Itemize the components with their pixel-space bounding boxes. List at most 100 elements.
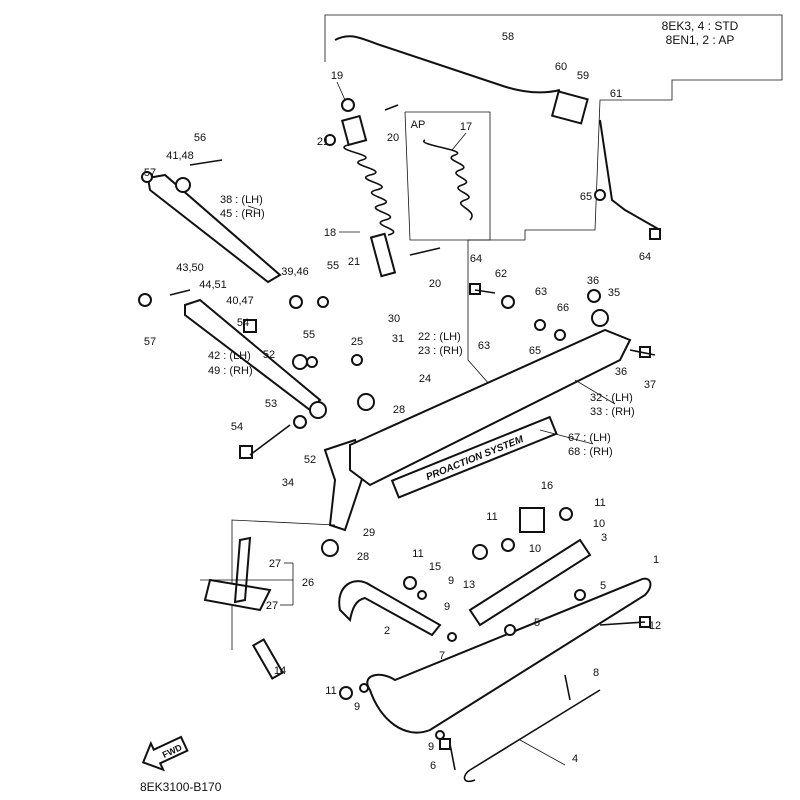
callout: 34: [282, 477, 294, 489]
callout: 6: [430, 760, 436, 772]
callout: 1: [653, 554, 659, 566]
callout: 45 : (RH): [220, 208, 265, 220]
callout: 15: [429, 561, 441, 573]
bumper-block: [519, 507, 545, 533]
leader-lines: [200, 81, 616, 766]
callout: 13: [463, 579, 475, 591]
spindle-pin: [251, 638, 285, 680]
callout: 44,51: [199, 279, 227, 291]
hardware: [138, 98, 661, 771]
callout: 29: [363, 527, 375, 539]
ski-handle: [338, 580, 442, 637]
bracket: [550, 90, 589, 125]
callout: 27: [269, 558, 281, 570]
callout: 63: [535, 286, 547, 298]
callout: 65: [580, 191, 592, 203]
callout: 42 : (LH): [208, 350, 251, 362]
callout: 5: [600, 580, 606, 592]
ap-inset-box: [404, 111, 491, 241]
callout: 14: [274, 665, 286, 677]
stabilizer-bar: [334, 35, 561, 94]
spindle-shaft: [203, 536, 272, 612]
callout: 58: [502, 31, 514, 43]
callout: 41,48: [166, 150, 194, 162]
callout: 17: [460, 121, 472, 133]
callout: 40,47: [226, 295, 254, 307]
callout: 49 : (RH): [208, 365, 253, 377]
callout: 26: [302, 577, 314, 589]
callout: 59: [577, 70, 589, 82]
callout: 7: [439, 650, 445, 662]
callout: 67 : (LH): [568, 432, 611, 444]
callout: 20: [387, 132, 399, 144]
callout: 28: [357, 551, 369, 563]
callout: 22 : (LH): [418, 331, 461, 343]
callout: 21: [317, 136, 329, 148]
callout: 57: [144, 167, 156, 179]
callout: 39,46: [281, 266, 309, 278]
callout: 64: [470, 253, 482, 265]
callout: 55: [303, 329, 315, 341]
callout: 20: [429, 278, 441, 290]
callout: 10: [529, 543, 541, 555]
stabilizer-link: [599, 119, 661, 231]
callout: 43,50: [176, 262, 204, 274]
callout: 32 : (LH): [590, 392, 633, 404]
ap-spring: [423, 139, 473, 221]
callout: 12: [649, 620, 661, 632]
callout: 38 : (LH): [220, 194, 263, 206]
callout: 24: [419, 373, 431, 385]
callout: 68 : (RH): [568, 446, 613, 458]
callout: 11: [412, 548, 423, 560]
ski: [366, 577, 652, 734]
callout: 55: [327, 260, 339, 272]
callout: 33 : (RH): [590, 406, 635, 418]
callout: 35: [608, 287, 620, 299]
callout: 53: [265, 398, 277, 410]
wear-bar: [463, 689, 601, 783]
callout: 18: [324, 227, 336, 239]
callout: 62: [495, 268, 507, 280]
ski-saddle: [468, 538, 592, 627]
callout: 4: [572, 753, 578, 765]
callout: 31: [392, 333, 404, 345]
callout: 54: [237, 317, 249, 329]
callout: 61: [610, 88, 622, 100]
callout: 9: [448, 575, 454, 587]
callout: 25: [351, 336, 363, 348]
callout: 10: [593, 518, 605, 530]
callout: 66: [557, 302, 569, 314]
fwd-arrow-icon: FWD: [141, 735, 189, 772]
callout: 3: [601, 532, 607, 544]
callout: 36: [615, 366, 627, 378]
callout: 8: [593, 667, 599, 679]
ap-label: AP: [411, 119, 426, 131]
callout: 11: [594, 497, 605, 509]
callout: 64: [639, 251, 651, 263]
callout: 63: [478, 340, 490, 352]
callout: 11: [486, 511, 497, 523]
callout: 9: [444, 601, 450, 613]
callout: 56: [194, 132, 206, 144]
frame-beam: [349, 328, 632, 487]
callout: 30: [388, 313, 400, 325]
callout: 16: [541, 480, 553, 492]
callout: 52: [263, 349, 275, 361]
variant-note-std: 8EK3, 4 : STD: [662, 19, 739, 33]
upper-arm: [146, 173, 282, 284]
callout: 27: [266, 600, 278, 612]
callout: 54: [231, 421, 243, 433]
callout: 23 : (RH): [418, 345, 463, 357]
spindle-detail-lines: [231, 519, 336, 650]
callout: 52: [304, 454, 316, 466]
callout: 19: [331, 70, 343, 82]
variant-note-ap: 8EN1, 2 : AP: [666, 33, 735, 47]
callout: 57: [144, 336, 156, 348]
callout: 11: [325, 685, 336, 697]
option-box-outline: [324, 14, 783, 396]
callout: 65: [529, 345, 541, 357]
diagram-code: 8EK3100-B170: [140, 780, 222, 794]
callout: 5: [534, 617, 540, 629]
